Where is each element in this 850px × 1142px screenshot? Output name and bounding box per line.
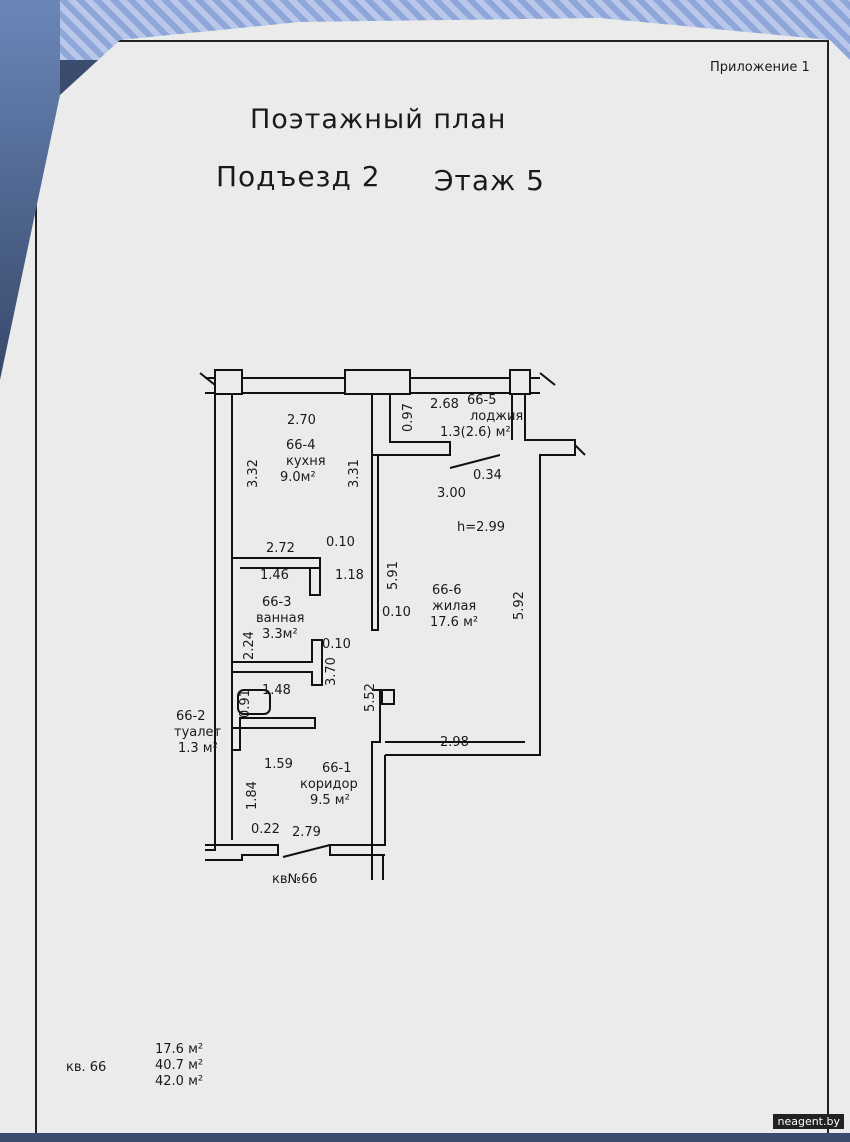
- dim-label: 2.70: [287, 413, 316, 428]
- dim-label: 3.32: [246, 459, 261, 488]
- summary-total-area: 40.7 м²: [155, 1058, 204, 1073]
- page-title: Поэтажный план: [250, 104, 507, 135]
- dim-label: 1.84: [245, 781, 260, 810]
- dim-label: 1.18: [335, 568, 364, 583]
- drawing-frame: [35, 40, 829, 1133]
- room-id-toilet: 66-2: [176, 709, 206, 724]
- dim-label: 0.10: [382, 605, 411, 620]
- dim-label: 2.79: [292, 825, 321, 840]
- dim-label: 1.59: [264, 757, 293, 772]
- dim-label: 0.10: [322, 637, 351, 652]
- floor-label: Этаж 5: [434, 164, 545, 197]
- room-area-living: 17.6 м²: [430, 615, 478, 630]
- dim-label: 5.92: [512, 591, 527, 620]
- ceiling-height: h=2.99: [457, 520, 505, 535]
- room-area-loggia: 1.3(2.6) м²: [440, 425, 511, 440]
- room-id-kitchen: 66-4: [286, 438, 316, 453]
- dim-label: 2.24: [242, 631, 257, 660]
- room-name-bath: ванная: [256, 611, 304, 626]
- apartment-label: кв№66: [272, 872, 318, 887]
- room-area-corridor: 9.5 м²: [310, 793, 350, 808]
- summary-living-area: 17.6 м²: [155, 1042, 204, 1057]
- dim-label: 2.72: [266, 541, 295, 556]
- dim-label: 1.48: [262, 683, 291, 698]
- dim-label: 2.68: [430, 397, 459, 412]
- room-name-living: жилая: [432, 599, 476, 614]
- dim-label: 0.22: [251, 822, 280, 837]
- room-name-corridor: коридор: [300, 777, 358, 792]
- dim-label: 0.97: [401, 403, 416, 432]
- entrance-label: Подъезд 2: [216, 160, 381, 193]
- room-area-bath: 3.3м²: [262, 627, 298, 642]
- dim-label: 5.52: [363, 683, 378, 712]
- room-name-loggia: лоджия: [470, 409, 523, 424]
- dim-label: 3.31: [347, 459, 362, 488]
- room-name-kitchen: кухня: [286, 454, 326, 469]
- dim-label: 2.98: [440, 735, 469, 750]
- room-name-toilet: туалет: [174, 725, 222, 740]
- summary-total-with-loggia: 42.0 м²: [155, 1074, 204, 1089]
- dim-label: 3.70: [324, 657, 339, 686]
- room-id-loggia: 66-5: [467, 393, 497, 408]
- dim-label: 0.91: [238, 689, 253, 718]
- room-area-kitchen: 9.0м²: [280, 470, 316, 485]
- summary-apartment: кв. 66: [66, 1060, 107, 1075]
- dim-label: 3.00: [437, 486, 466, 501]
- room-id-living: 66-6: [432, 583, 462, 598]
- appendix-label: Приложение 1: [710, 60, 810, 75]
- dim-label: 5.91: [386, 561, 401, 590]
- watermark: neagent.by: [773, 1114, 844, 1129]
- dim-label: 0.10: [326, 535, 355, 550]
- dim-label: 0.34: [473, 468, 502, 483]
- room-area-toilet: 1.3 м²: [178, 741, 218, 756]
- room-id-corridor: 66-1: [322, 761, 352, 776]
- dim-label: 1.46: [260, 568, 289, 583]
- room-id-bath: 66-3: [262, 595, 292, 610]
